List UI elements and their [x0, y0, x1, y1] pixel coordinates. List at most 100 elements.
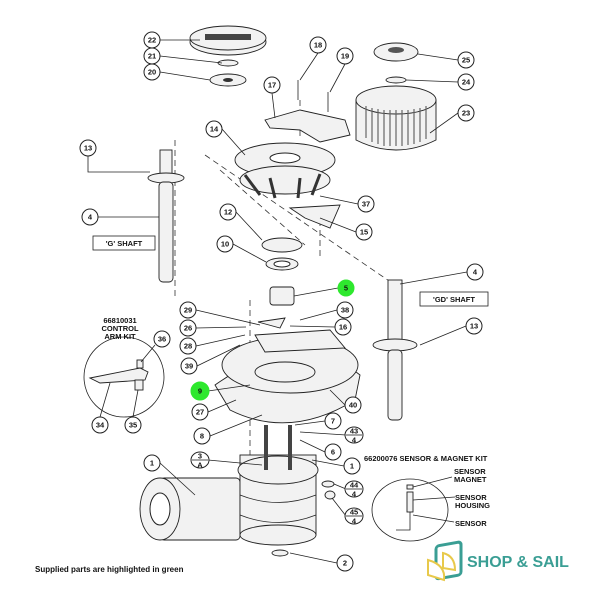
sensor-kit-title: 66200076 SENSOR & MAGNET KIT [364, 454, 488, 463]
nut-45 [324, 490, 336, 500]
g-shaft-label-box [92, 235, 156, 251]
callout-number: 5 [344, 284, 348, 293]
callout-9-highlighted[interactable]: 9 [190, 381, 210, 401]
callout-number: 18 [314, 41, 322, 50]
callout-44-qty-4[interactable]: 444 [344, 480, 364, 499]
callout-number: 36 [158, 335, 166, 344]
g-shaft [147, 149, 185, 283]
callout-number: 14 [210, 125, 219, 134]
callout-26[interactable]: 26 [179, 319, 197, 337]
callout-number: 24 [462, 78, 471, 87]
washer-44 [321, 480, 335, 488]
callout-4-right[interactable]: 4 [466, 263, 484, 281]
callout-45-qty-4[interactable]: 454 [344, 507, 364, 526]
callout-15[interactable]: 15 [355, 223, 373, 241]
callout-number: 4 [88, 213, 93, 222]
callout-43-qty-4[interactable]: 434 [344, 426, 364, 445]
callout-37[interactable]: 37 [357, 195, 375, 213]
drum-assembly [355, 42, 437, 151]
callout-number: 34 [96, 421, 105, 430]
gd-shaft-label-box [419, 291, 489, 307]
callout-24[interactable]: 24 [457, 73, 475, 91]
callout-quantity: 4 [352, 490, 357, 499]
callout-number: 40 [349, 401, 357, 410]
callout-18[interactable]: 18 [309, 36, 327, 54]
callout-1-right[interactable]: 1 [343, 457, 361, 475]
sensor-housing-label-1: SENSOR [455, 493, 487, 502]
callout-variant: A [197, 461, 203, 470]
callout-25[interactable]: 25 [457, 51, 475, 69]
callout-40[interactable]: 40 [344, 396, 362, 414]
callout-1-left[interactable]: 1 [143, 454, 161, 472]
callout-number: 44 [350, 481, 359, 490]
callout-39[interactable]: 39 [180, 357, 198, 375]
callout-13-left[interactable]: 13 [79, 139, 97, 157]
sensor-label: SENSOR [455, 519, 487, 528]
callout-6[interactable]: 6 [324, 443, 342, 461]
callout-2[interactable]: 2 [336, 554, 354, 572]
callout-13-right[interactable]: 13 [465, 317, 483, 335]
bearing-12 [261, 237, 303, 253]
footer-note: Supplied parts are highlighted in green [35, 565, 184, 574]
callout-number: 7 [331, 417, 335, 426]
callout-number: 28 [184, 342, 192, 351]
callout-number: 1 [150, 459, 154, 468]
callout-14[interactable]: 14 [205, 120, 223, 138]
callout-3-A[interactable]: 3A [190, 451, 210, 470]
control-arm-kit-detail [83, 336, 165, 418]
callout-28[interactable]: 28 [179, 337, 197, 355]
callout-20[interactable]: 20 [143, 63, 161, 81]
sensor-kit-detail [371, 476, 456, 542]
control-arm-kit-part-number: 66810031 [103, 316, 136, 325]
callout-number: 20 [148, 68, 156, 77]
gd-shaft [372, 279, 418, 421]
shop-and-sail-logo: SHOP & SAIL [427, 540, 569, 582]
callout-8[interactable]: 8 [193, 427, 211, 445]
callout-23[interactable]: 23 [457, 104, 475, 122]
callout-number: 22 [148, 36, 156, 45]
arm-part [288, 204, 341, 229]
callout-number: 3 [198, 452, 202, 461]
callout-21[interactable]: 21 [143, 47, 161, 65]
leader-lines [87, 39, 468, 564]
callout-36[interactable]: 36 [153, 330, 171, 348]
bolts [297, 80, 329, 112]
callout-number: 37 [362, 200, 370, 209]
callout-number: 26 [184, 324, 192, 333]
sensor-magnet-label-2: MAGNET [454, 475, 487, 484]
callout-number: 6 [331, 448, 335, 457]
callout-12[interactable]: 12 [219, 203, 237, 221]
callout-number: 23 [462, 109, 470, 118]
washer-2 [271, 549, 289, 557]
callout-4-left[interactable]: 4 [81, 208, 99, 226]
callout-22[interactable]: 22 [143, 31, 161, 49]
bushing-5 [269, 286, 295, 306]
callout-number: 25 [462, 56, 470, 65]
control-arm-kit-label-line2: ARM KIT [104, 332, 136, 341]
callout-5-highlighted[interactable]: 5 [337, 279, 355, 297]
callout-quantity: 4 [352, 436, 357, 445]
callout-number: 13 [84, 144, 92, 153]
callout-35[interactable]: 35 [124, 416, 142, 434]
g-shaft-label: 'G' SHAFT [106, 239, 143, 248]
callout-17[interactable]: 17 [263, 76, 281, 94]
callout-number: 12 [224, 208, 232, 217]
callout-number: 10 [221, 240, 229, 249]
callout-27[interactable]: 27 [191, 403, 209, 421]
sensor-magnet-label-1: SENSOR [454, 467, 486, 476]
callout-number: 27 [196, 408, 204, 417]
callout-number: 19 [341, 52, 349, 61]
callout-29[interactable]: 29 [179, 301, 197, 319]
callout-38[interactable]: 38 [336, 301, 354, 319]
callout-10[interactable]: 10 [216, 235, 234, 253]
sensor-housing-label-2: HOUSING [455, 501, 490, 510]
logo-text: SHOP & SAIL [467, 554, 569, 571]
callout-19[interactable]: 19 [336, 47, 354, 65]
callout-number: 4 [473, 268, 478, 277]
callout-number: 2 [343, 559, 347, 568]
callout-number: 1 [350, 462, 354, 471]
callout-34[interactable]: 34 [91, 416, 109, 434]
callout-16[interactable]: 16 [334, 318, 352, 336]
callout-7[interactable]: 7 [324, 412, 342, 430]
